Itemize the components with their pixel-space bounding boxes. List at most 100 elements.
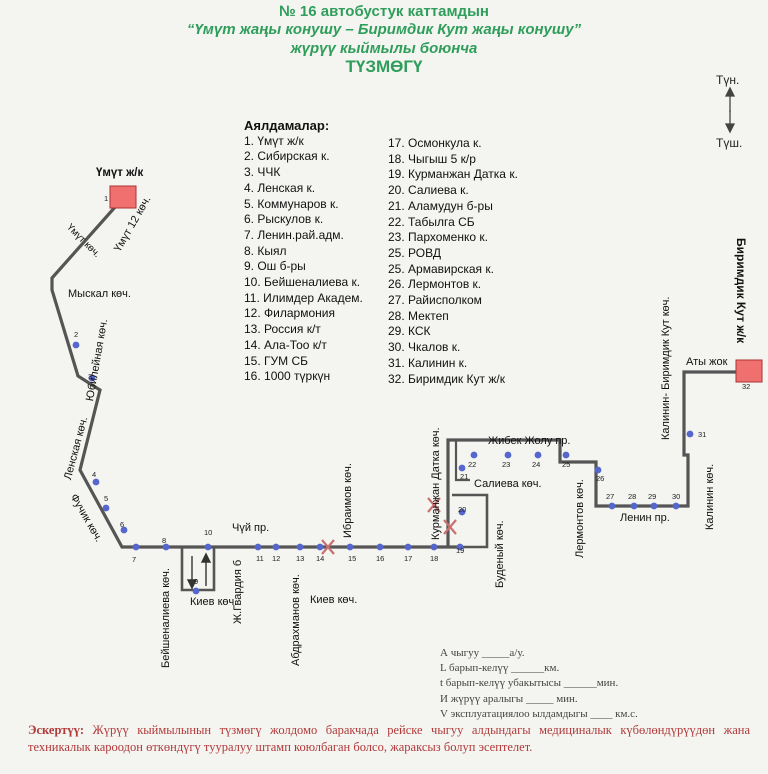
stop-number-6: 6 [120, 520, 125, 529]
stop-number-13: 13 [296, 554, 305, 563]
stop-entry: 2. Сибирская к. [244, 149, 330, 164]
stop-entry: 25. РОВД [388, 245, 441, 260]
street-myskal: Мыскал көч. [68, 288, 131, 300]
compass-north: Түн. [716, 73, 740, 87]
street-gvardiya: Ж.Гвардия б [232, 559, 244, 624]
stop-entry: 25. Армавирская к. [388, 261, 494, 276]
title-line1: № 16 автобустук каттамдын [279, 3, 489, 20]
stop-number-10: 10 [204, 528, 213, 537]
terminal-end-marker [735, 359, 763, 383]
stop-number-29: 29 [648, 492, 657, 501]
street-jibek: Жибек Жолу пр. [488, 435, 571, 447]
route-line-salieva-loop [452, 493, 489, 549]
street-kiev-2: Киев көч. [310, 594, 358, 606]
stop-dot-29 [650, 502, 658, 510]
stop-number-7: 7 [132, 555, 137, 564]
stop-number-32: 32 [742, 382, 751, 391]
street-kiev-1: Киев көч. [190, 596, 238, 608]
stop-number-11: 11 [256, 554, 264, 563]
stop-number-14: 14 [316, 554, 325, 563]
compass-arrows [724, 86, 736, 134]
stop-dot-22 [470, 451, 478, 459]
stop-entry: 8. Кыял [244, 243, 287, 258]
stop-dot-4 [92, 478, 100, 486]
closed-markers [321, 497, 457, 555]
stop-dots [72, 341, 694, 595]
title-line3: жүрүү кыймылы боюнча [290, 40, 478, 57]
stop-dot-30 [672, 502, 680, 510]
stop-dot-6 [120, 526, 128, 534]
form-departures: А чыгуу _____а/у. [440, 647, 525, 659]
direction-arrows [186, 552, 212, 590]
stop-entry: 11. Илимдер Академ. [244, 290, 363, 305]
stop-dot-9 [192, 587, 200, 595]
stop-dot-17 [404, 543, 412, 551]
stop-entry: 14. Ала-Тоо к/т [244, 337, 327, 352]
stop-dot-13 [296, 543, 304, 551]
stop-entry: 29. КСК [388, 324, 431, 339]
stop-dot-26 [594, 466, 602, 474]
stop-number-20: 20 [458, 505, 467, 514]
stop-dot-21 [458, 464, 466, 472]
street-kalinin: Калинин көч. [704, 463, 716, 530]
stop-dot-18 [430, 543, 438, 551]
street-lermontov: Лермонтов көч. [574, 479, 586, 558]
stop-number-15: 15 [348, 554, 357, 563]
street-ibraimov: Ибраимов көч. [342, 463, 354, 538]
stop-number-24: 24 [532, 460, 541, 469]
stop-entry: 30. Чкалов к. [388, 340, 461, 355]
stop-entry: 1. Үмүт ж/к [244, 133, 304, 148]
note-text: Жүрүү кыймылынын түзмөгү жолдомо баракча… [28, 723, 750, 754]
stop-number-23: 23 [502, 460, 511, 469]
stop-entry: 21. Аламудун б-ры [388, 198, 493, 213]
stop-entry: 16. 1000 түркүн [244, 369, 331, 384]
stop-dot-10 [204, 543, 212, 551]
route-line-main [50, 195, 460, 549]
stop-dot-20 [458, 508, 466, 516]
street-aty-jok: Аты жок [686, 356, 728, 368]
route-path [50, 195, 744, 592]
stop-entry: 5. Коммунаров к. [244, 196, 339, 211]
stop-dot-14 [316, 543, 324, 551]
stop-number-16: 16 [376, 554, 385, 563]
street-kalinin-birimdik: Калинин- Биримдик Кут көч. [660, 296, 672, 440]
stop-number-3: 3 [88, 372, 93, 381]
stop-dot-12 [272, 543, 280, 551]
form-distance: L барып-келүү ______км. [440, 662, 560, 675]
note-label: Эскертүү: [28, 723, 85, 737]
stop-entry: 27. Райисполком [388, 293, 482, 308]
stop-dot-5 [102, 504, 110, 512]
stop-entry: 28. Мектеп [388, 308, 449, 323]
stop-dot-28 [630, 502, 638, 510]
stop-dot-11 [254, 543, 262, 551]
stop-number-1: 1 [104, 194, 109, 203]
stop-number-30: 30 [672, 492, 681, 501]
route-parameters-form: А чыгуу _____а/у. L барып-келүү ______км… [440, 646, 638, 722]
stop-dot-19 [456, 543, 464, 551]
stop-dot-23 [504, 451, 512, 459]
stop-entry: 18. Чыгыш 5 к/р [388, 151, 476, 166]
street-lenin: Ленин пр. [620, 512, 670, 524]
stop-entry: 13. Россия к/т [244, 322, 321, 337]
street-beishenalieva: Бейшеналиева көч. [160, 568, 172, 668]
stop-dot-16 [376, 543, 384, 551]
street-salieva: Салиева көч. [474, 478, 542, 490]
street-budenny: Буденый көч. [494, 520, 506, 588]
title-line4: ТҮЗМӨГҮ [345, 57, 423, 76]
form-time: t барып-келүү убакытысы ______мин. [440, 677, 619, 690]
route-line-inner [454, 440, 470, 482]
stop-entry: 32. Биримдик Кут ж/к [388, 371, 505, 386]
stop-dot-27 [608, 502, 616, 510]
stop-dot-8 [162, 543, 170, 551]
stop-entry: 17. Осмонкула к. [388, 136, 482, 150]
stop-number-9: 9 [194, 577, 199, 586]
stop-number-28: 28 [628, 492, 637, 501]
stop-entry: 26. Лермонтов к. [388, 277, 482, 292]
stop-number-21: 21 [460, 472, 469, 481]
stop-number-31: 31 [698, 430, 707, 439]
route-line-kurmanjan [446, 370, 744, 547]
street-chuy: Чүй пр. [232, 522, 270, 534]
terminal-start-label: Үмүт ж/к [96, 167, 144, 179]
